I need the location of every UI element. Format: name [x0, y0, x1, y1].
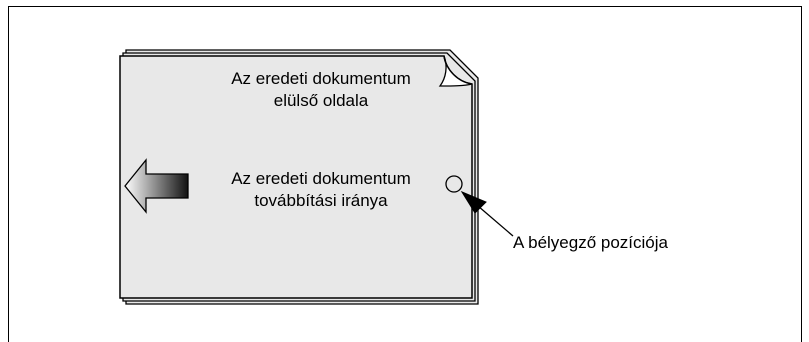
document-front-page — [119, 55, 473, 299]
stamp-position-label: A bélyegző pozíciója — [513, 233, 668, 252]
front-side-label-line-1: Az eredeti dokumentum — [231, 69, 411, 88]
diagram-frame — [8, 6, 802, 342]
feed-direction-arrow-icon — [124, 158, 189, 214]
stamp-marker-circle-icon — [445, 175, 463, 193]
feed-direction-label: Az eredeti dokumentum továbbítási iránya — [196, 168, 446, 212]
front-side-label: Az eredeti dokumentum elülső oldala — [196, 68, 446, 112]
stamp-pointer-arrow-icon — [460, 190, 514, 237]
folded-corner-icon — [438, 55, 473, 87]
front-side-label-line-2: elülső oldala — [273, 91, 369, 110]
feed-direction-label-line-2: továbbítási iránya — [254, 191, 388, 210]
feed-direction-label-line-1: Az eredeti dokumentum — [231, 169, 411, 188]
